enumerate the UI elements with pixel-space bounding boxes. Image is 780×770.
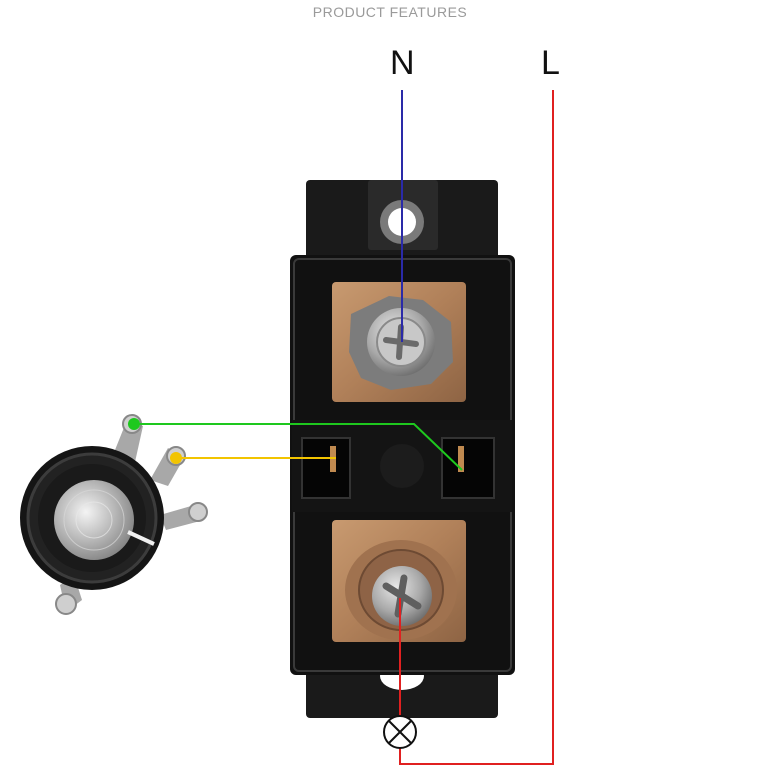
green-control-wire: [136, 423, 463, 471]
potentiometer-knob-cap: [54, 480, 134, 560]
lamp-symbol: [383, 715, 417, 749]
terminal-label-l: L: [541, 44, 560, 82]
yellow-wire-end: [170, 452, 182, 464]
potentiometer-knob: [20, 414, 208, 615]
solder-tab-3: [160, 502, 208, 530]
control-slot-left: [301, 437, 351, 499]
lamp-cross-b: [388, 720, 412, 744]
green-wire-end: [128, 418, 140, 430]
solder-tab-2: [150, 446, 186, 486]
mounting-ear-bottom: [306, 670, 498, 718]
live-wire: [399, 90, 554, 765]
solid-state-relay: [290, 180, 515, 718]
control-slot-right: [441, 437, 495, 499]
terminal-label-n: N: [390, 44, 415, 82]
page-title: PRODUCT FEATURES: [312, 4, 468, 20]
